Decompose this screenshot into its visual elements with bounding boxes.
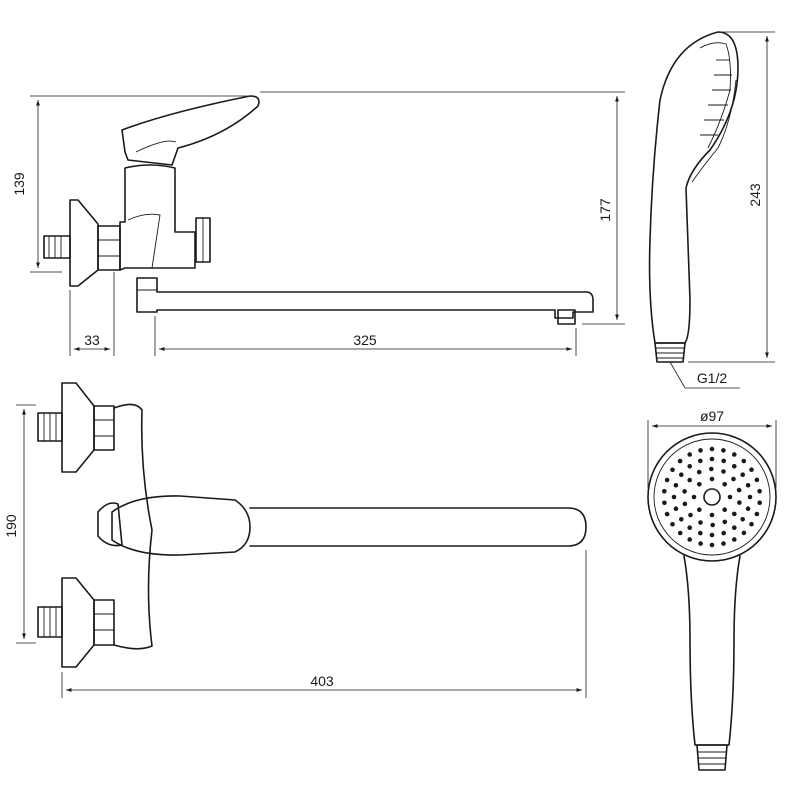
mixer-side-view (44, 96, 593, 324)
nozzle-hole (746, 506, 751, 511)
nozzle-hole (678, 531, 683, 536)
dimension-label-177: 177 (597, 198, 613, 222)
nozzle-hole (710, 543, 715, 548)
nozzle-hole (687, 525, 692, 530)
dimension-label-325: 325 (353, 332, 377, 348)
nozzle-hole (723, 520, 728, 525)
nozzle-hole (710, 523, 715, 528)
dimension-label-403: 403 (310, 673, 334, 689)
dimension-177: 177 (260, 92, 625, 324)
nozzle-hole (687, 478, 692, 483)
nozzle-hole (721, 448, 726, 453)
nozzle-pattern (662, 447, 762, 548)
nozzle-hole (721, 541, 726, 546)
nozzle-hole (757, 500, 762, 505)
handshower-side-view (650, 32, 738, 362)
nozzle-hole (710, 457, 715, 462)
nozzle-hole (662, 489, 667, 494)
nozzle-hole (697, 470, 702, 475)
nozzle-hole (674, 483, 679, 488)
thread-callout: G1/2 (670, 362, 740, 388)
nozzle-hole (698, 531, 703, 536)
dimension-label-diameter: ø97 (700, 408, 724, 424)
nozzle-hole (721, 469, 726, 474)
nozzle-hole (665, 512, 670, 517)
nozzle-hole (698, 459, 703, 464)
nozzle-hole (665, 478, 670, 483)
nozzle-hole (698, 448, 703, 453)
dimension-33: 33 (70, 272, 114, 356)
nozzle-hole (697, 482, 702, 487)
nozzle-hole (670, 468, 675, 473)
nozzle-hole (710, 447, 715, 452)
nozzle-hole (732, 537, 737, 542)
nozzle-hole (722, 482, 727, 487)
nozzle-hole (688, 513, 693, 518)
nozzle-hole (749, 522, 754, 527)
nozzle-hole (683, 502, 688, 507)
dimension-label-243: 243 (747, 183, 763, 207)
nozzle-hole (698, 520, 703, 525)
nozzle-hole (737, 488, 742, 493)
nozzle-hole (672, 495, 677, 500)
nozzle-hole (687, 452, 692, 457)
nozzle-hole (722, 507, 727, 512)
nozzle-hole (740, 517, 745, 522)
nozzle-hole (721, 531, 726, 536)
nozzle-hole (732, 525, 737, 530)
mixer-top-view (38, 383, 586, 667)
nozzle-hole (748, 495, 753, 500)
nozzle-hole (755, 478, 760, 483)
nozzle-hole (692, 495, 697, 500)
nozzle-hole (710, 533, 715, 538)
nozzle-hole (670, 522, 675, 527)
nozzle-hole (721, 459, 726, 464)
nozzle-hole (678, 459, 683, 464)
nozzle-hole (740, 472, 745, 477)
nozzle-hole (710, 513, 715, 518)
nozzle-hole (679, 472, 684, 477)
nozzle-hole (757, 489, 762, 494)
dimension-243: 243 (688, 32, 775, 362)
nozzle-hole (679, 517, 684, 522)
dimension-label-139: 139 (11, 172, 27, 196)
nozzle-hole (662, 501, 667, 506)
dimension-325: 325 (155, 316, 576, 356)
nozzle-hole (709, 467, 714, 472)
nozzle-hole (749, 467, 754, 472)
handshower-front-view (648, 433, 776, 770)
nozzle-hole (742, 459, 747, 464)
nozzle-hole (682, 489, 687, 494)
nozzle-hole (698, 541, 703, 546)
nozzle-hole (731, 477, 736, 482)
nozzle-hole (687, 537, 692, 542)
dimension-190: 190 (3, 405, 36, 643)
nozzle-hole (732, 464, 737, 469)
nozzle-hole (746, 483, 751, 488)
dimension-label-33: 33 (84, 332, 100, 348)
nozzle-hole (710, 477, 715, 482)
thread-label: G1/2 (697, 370, 728, 386)
nozzle-hole (755, 512, 760, 517)
nozzle-hole (674, 506, 679, 511)
dimension-139: 139 (11, 96, 248, 272)
nozzle-hole (697, 507, 702, 512)
nozzle-hole (732, 452, 737, 457)
nozzle-hole (728, 495, 733, 500)
nozzle-hole (742, 531, 747, 536)
dimension-403: 403 (62, 550, 586, 698)
nozzle-hole (737, 500, 742, 505)
nozzle-hole (732, 512, 737, 517)
dimension-label-190: 190 (3, 514, 19, 538)
nozzle-hole (687, 464, 692, 469)
